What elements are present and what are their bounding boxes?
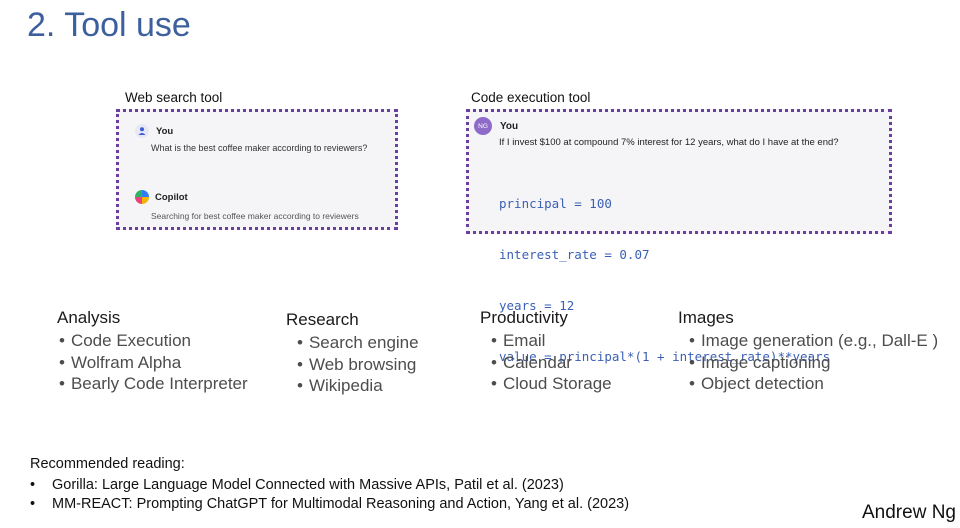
web-search-assistant-message: Searching for best coffee maker accordin… (151, 211, 359, 221)
code-exec-user-name: You (500, 120, 519, 132)
list-item: Cloud Storage (491, 373, 612, 395)
recommended-reading: Recommended reading: •Gorilla: Large Lan… (30, 456, 629, 514)
list-item: Wolfram Alpha (59, 352, 248, 374)
category-title: Analysis (57, 308, 121, 327)
category-title: Images (678, 308, 734, 327)
code-line: years = 12 (499, 298, 575, 313)
list-item: Bearly Code Interpreter (59, 373, 248, 395)
category-title: Productivity (480, 308, 568, 327)
avatar: NG (474, 117, 492, 135)
category-analysis: Analysis Code Execution Wolfram Alpha Be… (57, 308, 248, 395)
reading-title: Recommended reading: (30, 456, 185, 472)
reading-item: Gorilla: Large Language Model Connected … (52, 477, 564, 493)
list-item: •MM-REACT: Prompting ChatGPT for Multimo… (30, 496, 630, 512)
web-search-user-header: You (135, 124, 173, 138)
web-search-panel: You What is the best coffee maker accord… (116, 109, 398, 230)
user-icon (135, 124, 149, 138)
web-search-label: Web search tool (125, 90, 223, 105)
category-research: Research Search engine Web browsing Wiki… (286, 310, 419, 397)
list-item: Object detection (689, 373, 938, 395)
web-search-assistant-header: Copilot (135, 190, 188, 204)
category-title: Research (286, 310, 359, 329)
code-exec-user-header: NG You (474, 117, 518, 135)
list-item: Code Execution (59, 330, 248, 352)
category-images: Images Image generation (e.g., Dall-E ) … (678, 308, 938, 395)
list-item: Web browsing (297, 354, 419, 376)
code-line: interest_rate = 0.07 (499, 247, 650, 262)
code-exec-panel: NG You If I invest $100 at compound 7% i… (466, 109, 892, 364)
list-item: Calendar (491, 352, 612, 374)
copilot-logo-icon (135, 190, 149, 204)
web-search-assistant-name: Copilot (155, 191, 188, 203)
slide-title: 2. Tool use (27, 6, 191, 44)
code-exec-user-message: If I invest $100 at compound 7% interest… (499, 137, 839, 148)
list-item: Email (491, 330, 612, 352)
list-item: Search engine (297, 332, 419, 354)
list-item: •Gorilla: Large Language Model Connected… (30, 477, 564, 493)
web-search-user-message: What is the best coffee maker according … (151, 143, 368, 153)
list-item: Wikipedia (297, 375, 419, 397)
list-item: Image captioning (689, 352, 938, 374)
code-line: principal = 100 (499, 196, 612, 211)
reading-item: MM-REACT: Prompting ChatGPT for Multimod… (52, 496, 630, 512)
code-exec-label: Code execution tool (471, 90, 591, 105)
author-name: Andrew Ng (862, 502, 956, 523)
category-productivity: Productivity Email Calendar Cloud Storag… (480, 308, 612, 395)
web-search-user-name: You (156, 125, 174, 137)
list-item: Image generation (e.g., Dall-E ) (689, 330, 938, 352)
